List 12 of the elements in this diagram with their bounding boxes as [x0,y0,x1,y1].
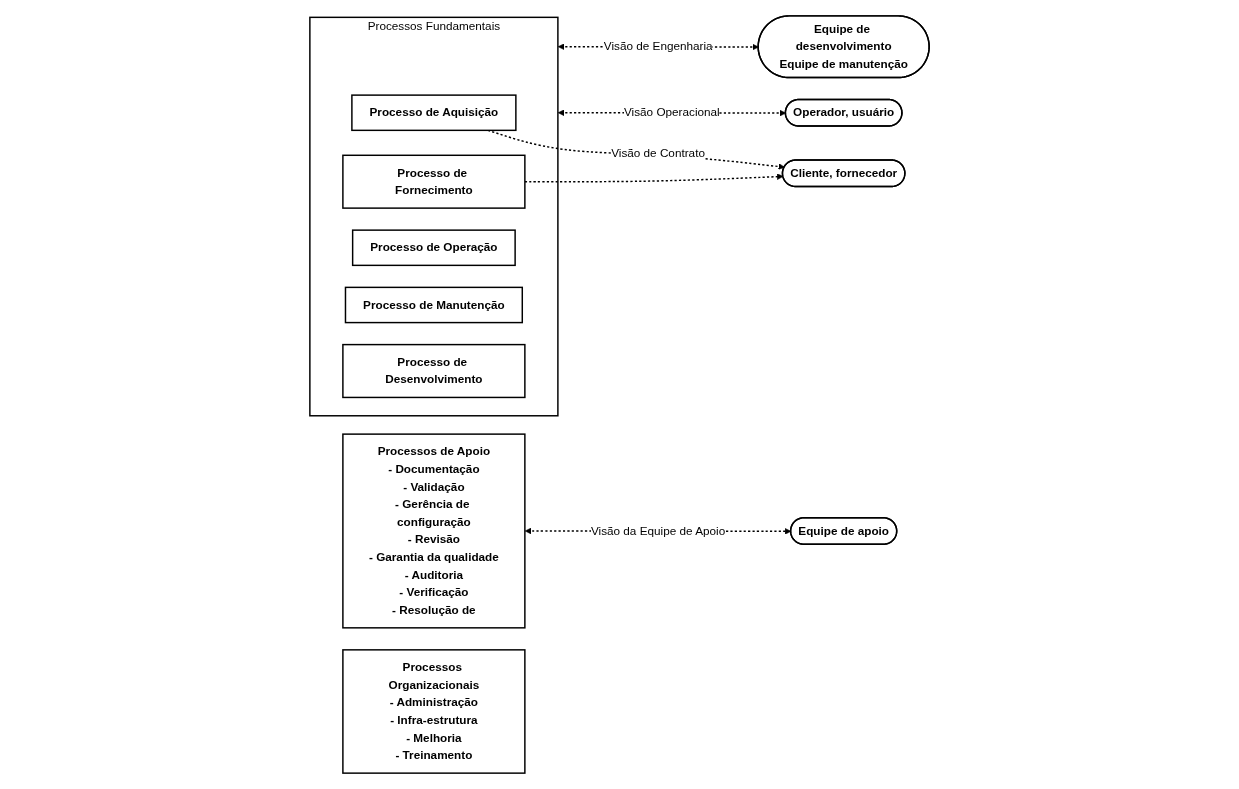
node-box: Processos Organizacionais - Administração - Infra-estrutura - Melhoria - Treinamento [342,649,526,774]
edge-label: Visão de Engenharia [603,40,713,53]
arrow [524,173,784,183]
edge-label: Visão Operacional [623,106,720,119]
node-box: Processo de Fornecimento [342,154,526,209]
node-box: Processo de Desenvolvimento [342,343,526,399]
node-box: Processos de Apoio - Documentação - Validação - Gerência de configuração - Revisão - Garantia da qualidade - Auditoria - Verificação - Resolução de [342,433,526,629]
node-box: Processo de Aquisição [351,94,517,132]
node-box: Processo de Manutenção [344,286,523,324]
edge-label: Visão de Contrato [611,146,705,159]
edge-label: Visão da Equipe de Apoio [590,524,726,537]
node-box: Processo de Operação [351,229,516,267]
